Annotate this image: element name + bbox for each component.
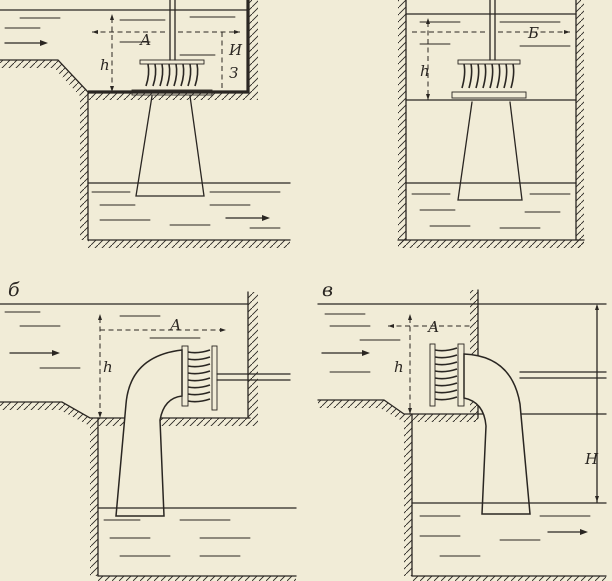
- siphon-pipe: [115, 349, 183, 517]
- panel-label-b: б: [8, 279, 20, 301]
- label-A: А: [139, 31, 151, 49]
- turbine-runner-v: [429, 343, 465, 407]
- draft-tube: [135, 95, 205, 197]
- turbine-runner: [131, 59, 213, 96]
- panel-v: в: [317, 279, 607, 581]
- label-Z: З: [229, 64, 238, 82]
- label-I: И: [228, 41, 243, 59]
- label-A-b: А: [169, 316, 181, 334]
- panel-open-flume-left: А И З h: [0, 0, 291, 248]
- label-h: h: [100, 56, 110, 74]
- panel-b: б: [0, 279, 297, 581]
- label-H: Н: [584, 450, 599, 468]
- label-B: Б: [527, 24, 539, 42]
- panel-label-v: в: [322, 279, 333, 301]
- label-h-b: h: [103, 358, 113, 376]
- label-A-v: А: [427, 318, 439, 336]
- turbine-runner-2: [451, 59, 527, 99]
- siphon-pipe-v: [463, 353, 531, 515]
- label-h-2: h: [420, 62, 430, 80]
- panel-closed-chamber-right: Б h: [397, 0, 585, 248]
- turbine-runner-b: [181, 345, 218, 411]
- label-h-v: h: [394, 358, 404, 376]
